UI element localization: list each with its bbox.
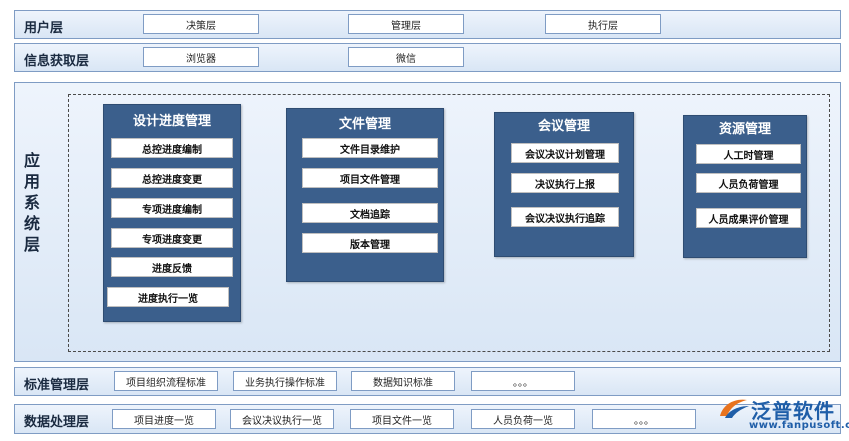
info-layer: 信息获取层 浏览器 微信 <box>14 43 841 72</box>
standard-layer-item: 业务执行操作标准 <box>233 371 337 391</box>
module-item: 进度反馈 <box>111 257 233 277</box>
data-layer-item: 项目文件一览 <box>350 409 454 429</box>
data-layer-item: 。。。 <box>592 409 696 429</box>
module-item: 总控进度编制 <box>111 138 233 158</box>
module-item: 文件目录维护 <box>302 138 438 158</box>
standard-layer-title: 标准管理层 <box>24 378 90 393</box>
user-layer-item: 决策层 <box>143 14 259 34</box>
module-item: 人工时管理 <box>696 144 801 164</box>
standard-layer-item: 数据知识标准 <box>351 371 455 391</box>
module-title: 设计进度管理 <box>132 114 211 129</box>
user-layer-title: 用户层 <box>24 21 64 36</box>
module-title: 资源管理 <box>718 122 771 137</box>
module-title: 文件管理 <box>338 117 391 132</box>
module-file-management: 文件管理 文件目录维护 项目文件管理 文档追踪 版本管理 <box>286 108 444 282</box>
app-layer-title: 应 用 系 统 层 <box>23 151 40 254</box>
module-item: 专项进度编制 <box>111 198 233 218</box>
app-modules-frame <box>68 94 830 352</box>
module-resource-management: 资源管理 人工时管理 人员负荷管理 人员成果评价管理 <box>683 115 807 258</box>
module-item: 专项进度变更 <box>111 228 233 248</box>
brand-url: www.fanpusoft.com <box>749 420 849 431</box>
module-item: 人员负荷管理 <box>696 173 801 193</box>
data-layer-item: 人员负荷一览 <box>471 409 575 429</box>
module-title: 会议管理 <box>537 119 590 134</box>
standard-layer-item: 。。。 <box>471 371 575 391</box>
data-layer-item: 会议决议执行一览 <box>230 409 334 429</box>
user-layer-item: 管理层 <box>348 14 464 34</box>
fanpu-logo-icon <box>720 399 749 418</box>
module-item: 会议决议计划管理 <box>511 143 619 163</box>
brand-logo: 泛普软件 www.fanpusoft.com <box>713 394 849 438</box>
module-item: 会议决议执行追踪 <box>511 207 619 227</box>
module-meeting-management: 会议管理 会议决议计划管理 决议执行上报 会议决议执行追踪 <box>494 112 634 257</box>
info-layer-item: 浏览器 <box>143 47 259 67</box>
module-item: 总控进度变更 <box>111 168 233 188</box>
data-layer-title: 数据处理层 <box>24 415 90 430</box>
module-design-progress: 设计进度管理 总控进度编制 总控进度变更 专项进度编制 专项进度变更 进度反馈 … <box>103 104 241 322</box>
user-layer-item: 执行层 <box>545 14 661 34</box>
module-item: 版本管理 <box>302 233 438 253</box>
data-layer: 数据处理层 项目进度一览 会议决议执行一览 项目文件一览 人员负荷一览 。。。 <box>14 404 841 434</box>
info-layer-title: 信息获取层 <box>24 54 90 69</box>
module-item: 文档追踪 <box>302 203 438 223</box>
standard-layer: 标准管理层 项目组织流程标准 业务执行操作标准 数据知识标准 。。。 <box>14 367 841 396</box>
module-item: 进度执行一览 <box>107 287 229 307</box>
brand-name: 泛普软件 <box>751 399 835 423</box>
data-layer-item: 项目进度一览 <box>112 409 216 429</box>
standard-layer-item: 项目组织流程标准 <box>114 371 218 391</box>
info-layer-item: 微信 <box>348 47 464 67</box>
user-layer: 用户层 决策层 管理层 执行层 <box>14 10 841 39</box>
module-item: 决议执行上报 <box>511 173 619 193</box>
module-item: 人员成果评价管理 <box>696 208 801 228</box>
module-item: 项目文件管理 <box>302 168 438 188</box>
